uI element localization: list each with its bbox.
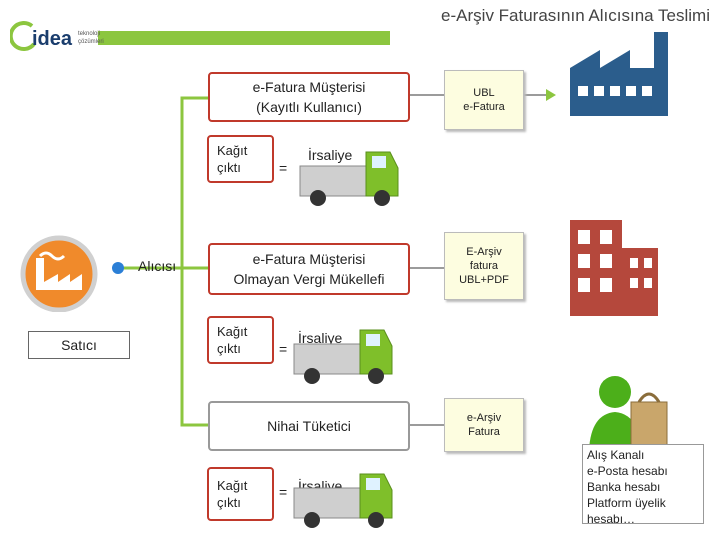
doc-earsiv-fatura: e-Arşiv Fatura [444,398,524,452]
equals-sign-1: = [279,160,288,176]
seller-factory-icon [20,235,98,312]
logo-subtext: teknoloji çözümleri [78,31,104,45]
waybill-label-2: İrsaliye [298,330,343,346]
title-underline [98,31,390,45]
trunk-line-lower [180,268,208,427]
equals-sign-2: = [279,341,288,357]
building-icon [570,220,658,316]
customer-efatura-box: e-Fatura Müşterisi (Kayıtlı Kullanıcı) [208,72,410,122]
customer-non-efatura-box: e-Fatura Müşterisi Olmayan Vergi Mükelle… [208,243,410,295]
paper-output-3: Kağıt çıktı [207,467,274,521]
shopper-person-icon [589,376,668,450]
factory-icon [570,32,668,116]
waybill-label-1: İrsaliye [308,147,353,163]
paper-output-2: Kağıt çıktı [207,316,274,364]
truck-icon [299,151,399,206]
customer-final-consumer-box: Nihai Tüketici [208,401,410,451]
buyer-label: Alıcısı [138,258,177,274]
truck-icon [293,473,393,528]
equals-sign-3: = [279,484,288,500]
page-title: e-Arşiv Faturasının Alıcısına Teslimi [441,6,710,25]
logo: idea [32,28,73,50]
doc-ubl-efatura: UBL e-Fatura [444,70,524,130]
truck-icon [293,329,393,384]
paper-output-1: Kağıt çıktı [207,135,274,183]
arrowhead-icon [546,89,556,101]
doc-earsiv-ubl-pdf: E-Arşiv fatura UBL+PDF [444,232,524,300]
buyer-channels-box: Alış Kanalı e-Posta hesabı Banka hesabı … [582,444,704,526]
connector-dot [112,262,124,274]
logo-swirl-icon [10,21,36,52]
trunk-line [115,96,208,270]
seller-label: Satıcı [28,331,130,359]
